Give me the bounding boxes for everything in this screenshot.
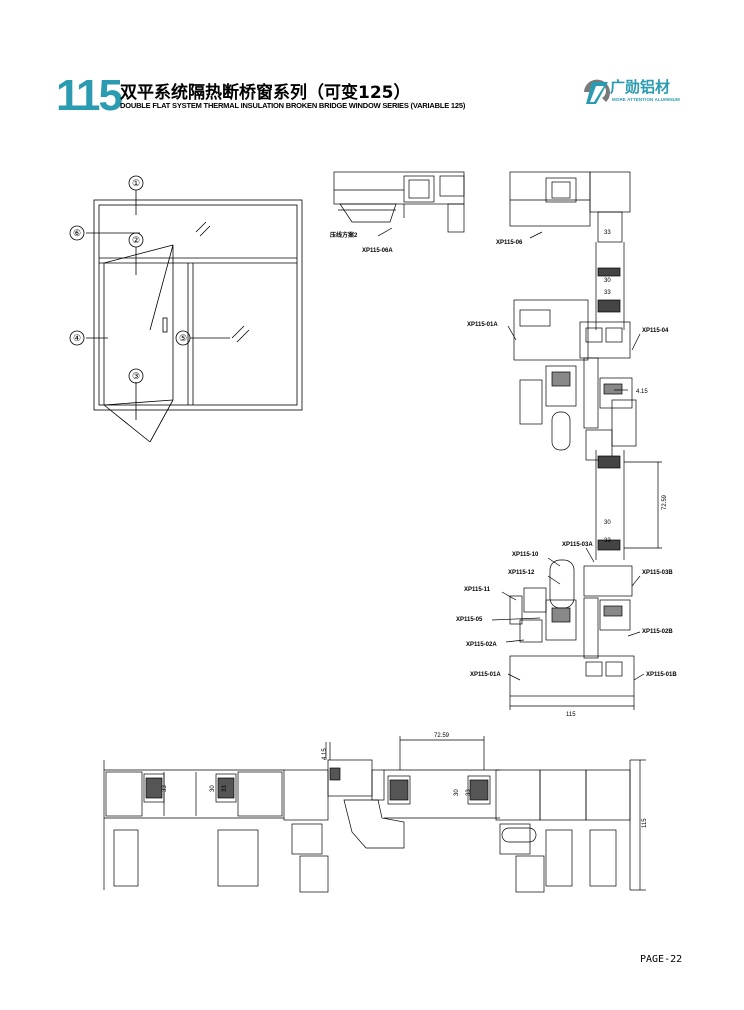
dim-frame-115-horizontal: 115 [566, 712, 576, 718]
label-xp115-02a: XP115-02A [466, 642, 497, 648]
brand-logo-icon [584, 79, 610, 104]
label-xp115-04: XP115-04 [642, 328, 669, 334]
dim-glass-30-d: 30 [454, 789, 460, 796]
callout-2: ② [132, 235, 140, 245]
label-xp115-11: XP115-11 [464, 587, 491, 593]
dim-glass-33-d: 33 [162, 785, 168, 792]
series-number: 115 [56, 71, 123, 120]
brand-tagline: MORE ATTENTION ALUMINUM [612, 97, 680, 102]
page-subtitle: DOUBLE FLAT SYSTEM THERMAL INSULATION BR… [120, 101, 466, 110]
callout-5: ⑤ [179, 333, 187, 343]
dim-glass-30-a: 30 [604, 278, 611, 284]
dim-glass-33-f: 33 [466, 789, 472, 796]
dim-glass-30-b: 30 [604, 520, 611, 526]
brand-name: 广勋铝材 [610, 78, 671, 96]
label-xp115-03a: XP115-03A [562, 542, 593, 548]
label-xp115-10: XP115-10 [512, 552, 539, 558]
label-xp115-03b: XP115-03B [642, 570, 673, 576]
window-elevation-diagram: ① ② ③ ④ ⑤ ⑥ [69, 175, 303, 443]
page-number: PAGE-22 [640, 954, 683, 965]
dim-gap-4-15: 4.15 [636, 389, 648, 395]
horizontal-section-diagram: 72.59 33 30 33 4.15 30 33 115 [103, 733, 648, 893]
label-xp115-01b: XP115-01B [646, 672, 677, 678]
dim-frame-115-vertical: 115 [642, 818, 648, 828]
label-xp115-12: XP115-12 [508, 570, 535, 576]
label-alt-bead: 压线方案2 [330, 231, 358, 239]
dim-sash-72-59-vertical: 72.59 [662, 494, 668, 510]
dim-glass-33-c: 33 [604, 538, 611, 544]
label-xp115-02b: XP115-02B [642, 629, 673, 635]
vertical-section-diagram: 压线方案2 XP115-06A XP115-06 33 30 33 XP115-… [330, 171, 677, 718]
callout-4: ④ [73, 333, 81, 343]
dim-glass-33-e: 33 [222, 785, 228, 792]
callout-1: ① [132, 178, 140, 188]
label-xp115-01a-bottom: XP115-01A [470, 672, 501, 678]
label-xp115-06: XP115-06 [496, 240, 523, 246]
dim-gap-4-15-b: 4.15 [322, 748, 328, 760]
label-xp115-05: XP115-05 [456, 617, 483, 623]
page-title: 双平系统隔热断桥窗系列（可变125） [120, 83, 411, 103]
label-xp115-01a-top: XP115-01A [467, 322, 498, 328]
callout-3: ③ [132, 371, 140, 381]
callout-6: ⑥ [73, 228, 81, 238]
label-xp115-06a: XP115-06A [362, 248, 393, 254]
dim-glass-33-b: 33 [604, 290, 611, 296]
dim-glass-30-c: 30 [210, 785, 216, 792]
dim-sash-72-59-horizontal: 72.59 [434, 733, 450, 739]
dim-glass-33-a: 33 [604, 230, 611, 236]
